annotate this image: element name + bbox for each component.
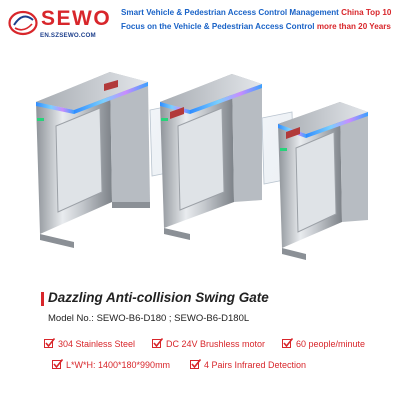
check-icon xyxy=(44,338,55,348)
tagline-2-highlight: more than 20 Years xyxy=(316,22,391,31)
sewo-logo[interactable]: SEWO EN.SZSEWO.COM xyxy=(8,6,120,46)
feature-dimensions: L*W*H: 1400*180*990mm xyxy=(52,359,170,370)
feature-motor: DC 24V Brushless motor xyxy=(152,338,265,349)
tagline-line-2: Focus on the Vehicle & Pedestrian Access… xyxy=(121,22,391,31)
logo-brand-text: SEWO xyxy=(41,7,112,30)
tagline-line-1: Smart Vehicle & Pedestrian Access Contro… xyxy=(121,8,391,17)
sewo-logo-icon xyxy=(8,10,38,36)
product-title: Dazzling Anti-collision Swing Gate xyxy=(48,290,269,305)
check-icon xyxy=(282,338,293,348)
turnstile-cabinet-left xyxy=(36,72,150,248)
tagline-1-highlight: China Top 10 xyxy=(341,8,392,17)
turnstile-cabinet-right xyxy=(278,102,368,260)
feature-text: 4 Pairs Infrared Detection xyxy=(204,360,307,370)
model-number: Model No.: SEWO-B6-D180 ; SEWO-B6-D180L xyxy=(48,313,250,324)
feature-text: 304 Stainless Steel xyxy=(58,339,136,349)
feature-infrared: 4 Pairs Infrared Detection xyxy=(190,359,306,370)
feature-text: 60 people/minute xyxy=(296,339,366,349)
feature-text: DC 24V Brushless motor xyxy=(166,339,266,349)
tagline-1-text: Smart Vehicle & Pedestrian Access Contro… xyxy=(121,8,339,17)
feature-material: 304 Stainless Steel xyxy=(44,338,135,349)
logo-url-text: EN.SZSEWO.COM xyxy=(40,32,96,39)
check-icon xyxy=(190,359,201,369)
check-icon xyxy=(52,359,63,369)
header: SEWO EN.SZSEWO.COM Smart Vehicle & Pedes… xyxy=(0,0,400,52)
feature-text: L*W*H: 1400*180*990mm xyxy=(66,360,171,370)
feature-speed: 60 people/minute xyxy=(282,338,365,349)
check-icon xyxy=(152,338,163,348)
turnstile-cabinet-middle xyxy=(160,74,262,240)
title-accent-bar xyxy=(41,292,44,306)
tagline-2-text: Focus on the Vehicle & Pedestrian Access… xyxy=(121,22,315,31)
swing-gate-product-image xyxy=(36,72,368,260)
